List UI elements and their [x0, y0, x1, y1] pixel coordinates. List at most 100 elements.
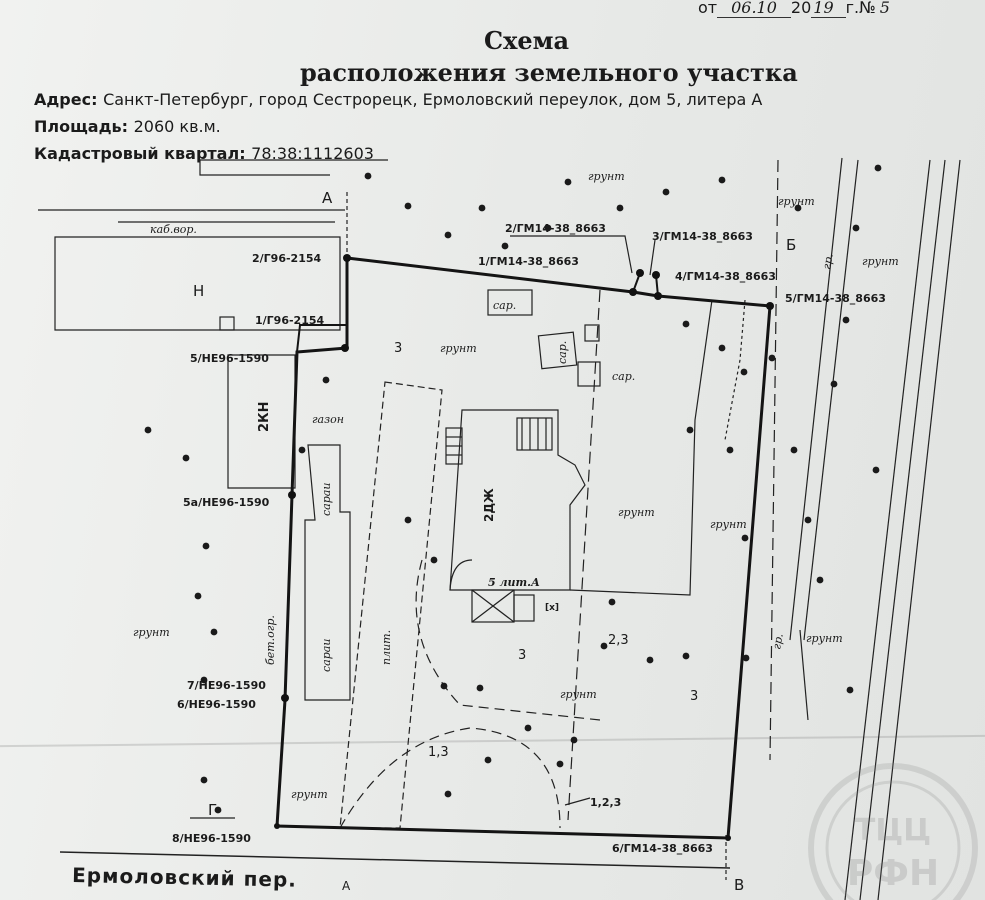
rail-line-3 — [877, 159, 961, 900]
label-fence: бет.огр. — [264, 615, 277, 665]
date-day-month: 06.10 — [717, 0, 791, 18]
shrub-marker — [200, 676, 208, 684]
date-prefix: от — [698, 0, 718, 17]
shrub-marker — [524, 724, 532, 732]
road-line-2 — [803, 159, 859, 641]
shrub-marker — [476, 684, 484, 692]
title-main: Схема — [484, 26, 570, 55]
label-main-house: 2ДЖ — [482, 488, 496, 522]
shrub-marker — [182, 454, 190, 462]
shrub-marker — [682, 320, 690, 328]
point-6gm — [725, 835, 731, 841]
right-fence — [724, 299, 746, 441]
rail-line-2 — [859, 159, 946, 900]
watermark-text-bottom: РФН — [847, 853, 939, 894]
shrub-marker — [144, 426, 152, 434]
shrub-marker — [686, 426, 694, 434]
shrub-marker — [214, 806, 222, 814]
shrub-marker — [852, 224, 860, 232]
date-year: 20 — [790, 0, 812, 17]
shrub-marker — [662, 188, 670, 196]
address-line: Адрес: Санкт-Петербург, город Сестрорецк… — [34, 90, 762, 109]
shrub-marker — [790, 446, 798, 454]
point-3gm — [652, 271, 660, 279]
label-3gm: 3/ГМ14-38_8663 — [652, 230, 753, 243]
label-6gm: 6/ГМ14-38_8663 — [612, 842, 713, 855]
porch-arc — [449, 559, 473, 591]
point-5a — [288, 491, 296, 499]
zone-number: 1,3 — [428, 745, 449, 760]
label-barn-1: сараи — [320, 483, 333, 516]
soil-label: грунт — [710, 518, 747, 531]
label-4gm: 4/ГМ14-38_8663 — [675, 270, 776, 283]
shrub-marker — [718, 176, 726, 184]
soil-label: грунт — [862, 255, 899, 268]
shrub-marker — [842, 316, 850, 324]
shrub-marker — [478, 204, 486, 212]
label-2kn: 2КН — [257, 401, 272, 432]
zone-number: 3 — [518, 648, 526, 663]
cadastral-label: Кадастровый квартал: — [34, 144, 246, 163]
shrub-marker — [194, 592, 202, 600]
house-annex — [569, 299, 713, 596]
label-2gm: 2/ГМ14-38_8663 — [505, 222, 606, 235]
shrub-marker — [556, 760, 564, 768]
gate-arc — [339, 727, 561, 829]
doc-number: 5 — [879, 0, 890, 17]
shrub-marker — [741, 534, 749, 542]
cadastral-line: Кадастровый квартал: 78:38:1112603 — [34, 144, 374, 163]
label-small-box: [х] — [545, 603, 559, 613]
label-7ne: 7/НЕ96-1590 — [187, 679, 266, 692]
shrub-marker — [484, 756, 492, 764]
area-value: 2060 кв.м. — [133, 117, 221, 136]
shrub-marker — [600, 642, 608, 650]
leader-3gm — [649, 239, 656, 276]
section-letter-g: Г — [208, 801, 217, 819]
watermark-stamp: ТЦЦ РФН — [808, 763, 978, 900]
cadastral-value: 78:38:1112603 — [251, 144, 374, 163]
label-2g96: 2/Г96-2154 — [252, 252, 322, 265]
rail-line-1 — [844, 159, 931, 900]
shrub-marker — [872, 466, 880, 474]
label-shed-right: сар. — [612, 370, 635, 383]
inner-dash-line — [567, 289, 601, 821]
label-shed-top: сар. — [493, 299, 516, 312]
shrub-marker — [742, 654, 750, 662]
area-line: Площадь: 2060 кв.м. — [34, 117, 221, 136]
plot-boundary — [275, 256, 772, 840]
shrub-marker — [816, 576, 824, 584]
point-6ne — [281, 694, 289, 702]
house-stairs — [516, 417, 553, 451]
shrub-marker — [570, 736, 578, 744]
soil-label: грунт — [588, 170, 625, 183]
zone-number: 3 — [690, 689, 698, 704]
shrub-marker — [608, 598, 616, 606]
shrub-marker — [564, 178, 572, 186]
paved-strip — [339, 381, 443, 829]
point-1gm — [629, 288, 637, 296]
neighbor-porch — [219, 316, 235, 331]
label-paved: плит. — [380, 630, 393, 665]
street-line — [59, 851, 731, 869]
soil-label: грунт — [778, 195, 815, 208]
shrub-marker — [874, 164, 882, 172]
point-1g96 — [341, 344, 349, 352]
shrub-marker — [830, 380, 838, 388]
shrub-marker — [322, 376, 330, 384]
soil-label: грунт — [133, 626, 170, 639]
shrub-marker — [444, 790, 452, 798]
zone-number: 3 — [394, 341, 402, 356]
label-5ane: 5а/НЕ96-1590 — [183, 496, 270, 509]
soil-label: грунт — [618, 506, 655, 519]
road-label: гр. — [770, 632, 786, 650]
shed-top — [487, 289, 533, 316]
shrub-marker — [768, 354, 776, 362]
title-sub: расположения земельного участка — [300, 58, 798, 87]
label-8ne: 8/НЕ96-1590 — [172, 832, 251, 845]
zone-number: 1,2,3 — [590, 796, 621, 809]
address-value: Санкт-Петербург, город Сестрорецк, Ермол… — [103, 90, 763, 109]
road-edge-left — [769, 159, 779, 761]
label-cable: каб.вор. — [150, 223, 197, 236]
shrub-marker — [846, 686, 854, 694]
